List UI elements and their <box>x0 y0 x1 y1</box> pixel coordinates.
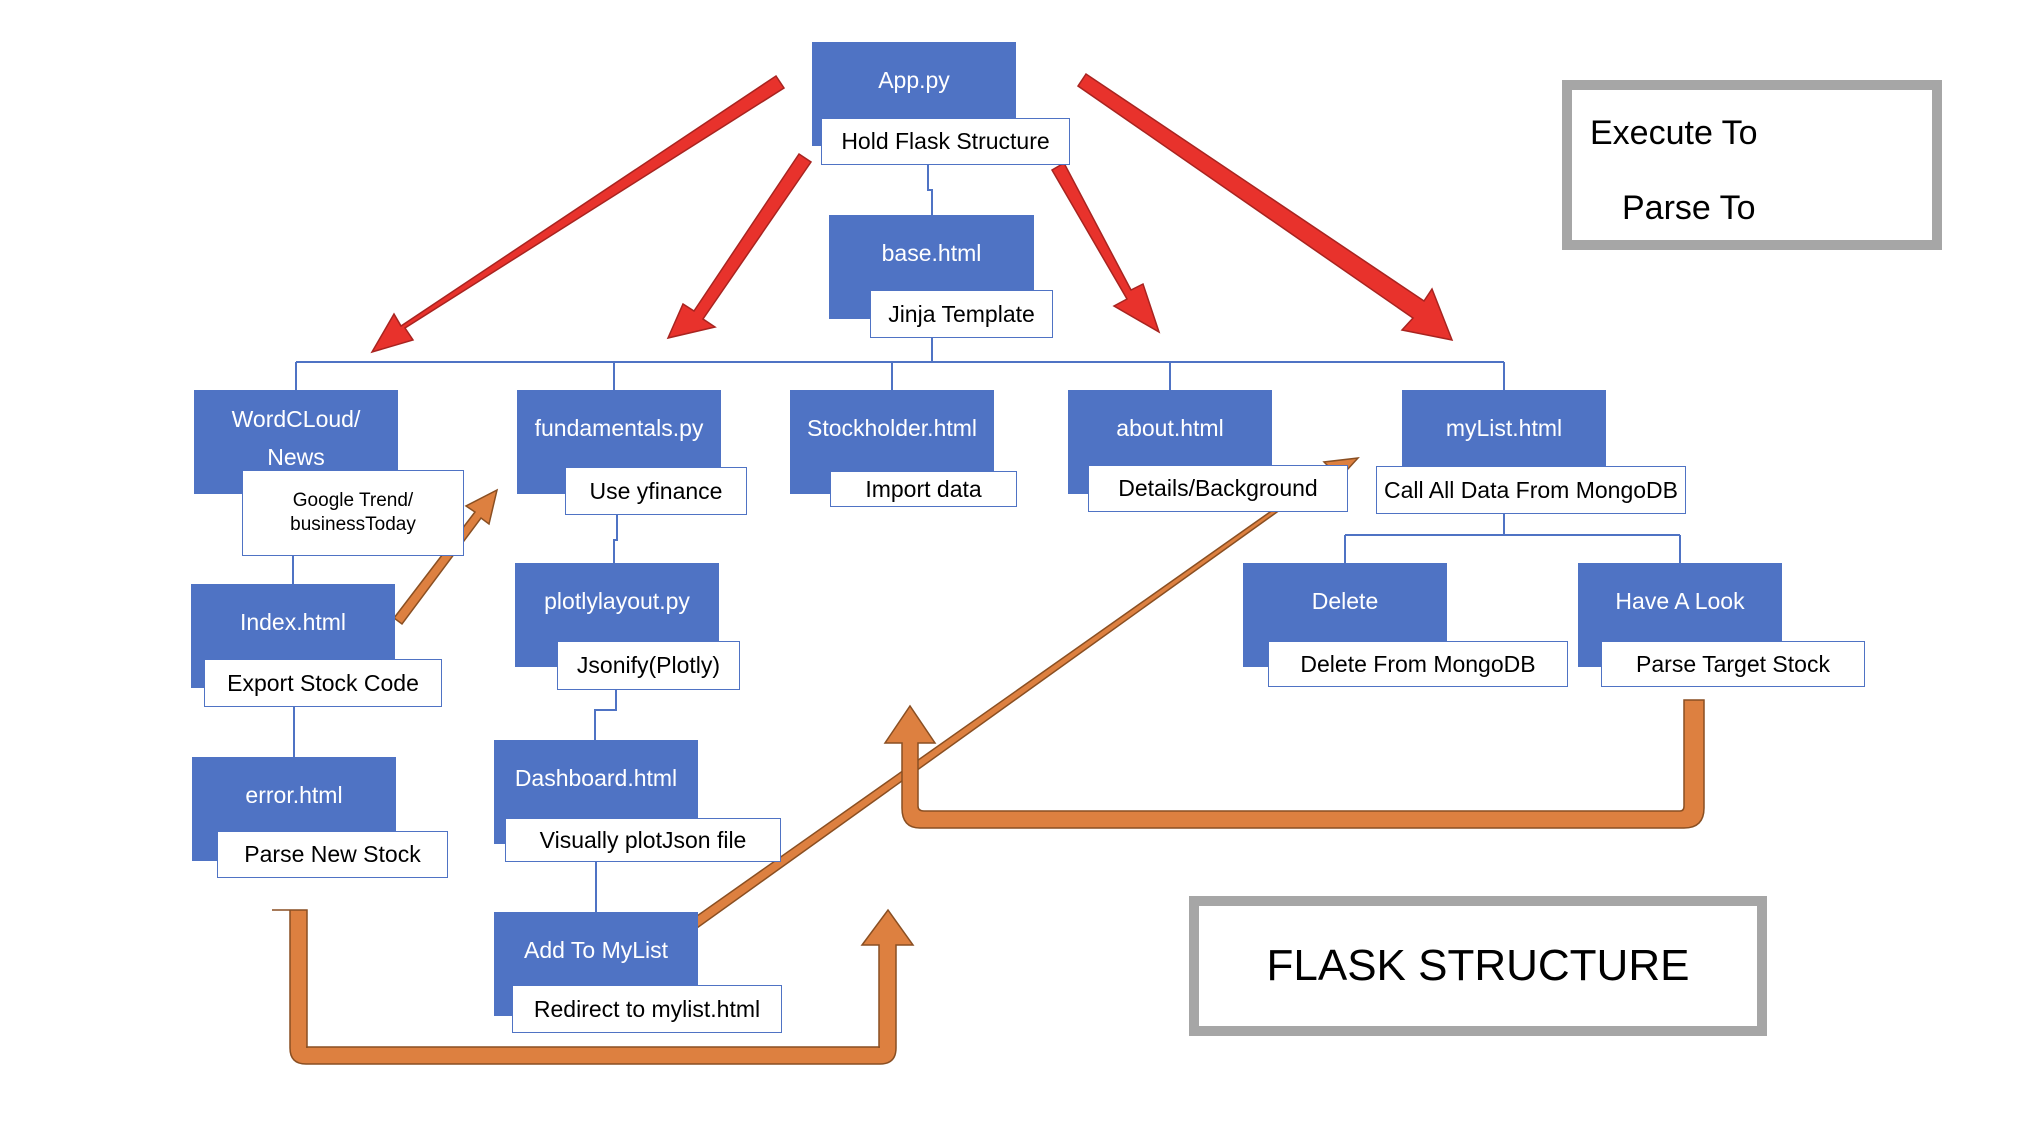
tree-connectors <box>292 165 1681 912</box>
execute-arrow-to-fundamentals <box>666 152 813 340</box>
parse-arrow-addtomylist-to-mylist <box>668 457 1360 945</box>
node-plotlylayout-label: Jsonify(Plotly) <box>557 641 740 690</box>
diagram-title-text: FLASK STRUCTURE <box>1266 941 1690 990</box>
node-mylist-title: myList.html <box>1445 415 1563 441</box>
parse-arrow-havealook-to-dashboard <box>883 699 1705 829</box>
diagram-title: FLASK STRUCTURE <box>1189 896 1767 1036</box>
legend-execute-label: Execute To <box>1590 114 1758 152</box>
node-delete-title: Delete <box>1311 588 1379 614</box>
connector-fundamentals-plotly <box>613 515 618 563</box>
node-wordcloud-label-line2: businessToday <box>290 514 416 535</box>
node-app-label: Hold Flask Structure <box>821 118 1070 165</box>
legend-box: Execute To Parse To <box>1562 80 1942 250</box>
node-delete-label: Delete From MongoDB <box>1268 641 1568 687</box>
node-index-title: Index.html <box>239 609 347 635</box>
node-error-label: Parse New Stock <box>217 831 448 878</box>
node-about-title: about.html <box>1116 415 1224 441</box>
node-addtomylist-label: Redirect to mylist.html <box>512 985 782 1033</box>
node-wordcloud-title-line2: News <box>267 444 325 470</box>
node-fundamentals-title: fundamentals.py <box>534 415 704 441</box>
node-dashboard-title: Dashboard.html <box>514 765 678 791</box>
node-addtomylist-title: Add To MyList <box>523 937 669 963</box>
execute-arrows <box>370 72 1454 354</box>
execute-arrow-to-stockholder <box>1050 161 1161 334</box>
node-base-title: base.html <box>881 240 982 266</box>
node-wordcloud-label: Google Trend/ businessToday <box>242 470 464 556</box>
node-base-label: Jinja Template <box>870 290 1053 338</box>
parse-arrow-error-to-addtomylist <box>272 908 915 1065</box>
node-wordcloud-title-line1: WordCLoud/ <box>231 406 361 432</box>
node-fundamentals-label: Use yfinance <box>565 467 747 515</box>
node-mylist-label: Call All Data From MongoDB <box>1376 466 1686 514</box>
node-stockholder-title: Stockholder.html <box>806 415 978 441</box>
node-about-label: Details/Background <box>1088 465 1348 512</box>
node-error-title: error.html <box>245 782 343 808</box>
legend-parse-label: Parse To <box>1622 189 1756 227</box>
node-index-label: Export Stock Code <box>204 659 442 707</box>
node-wordcloud-label-line1: Google Trend/ <box>292 490 414 511</box>
execute-arrow-to-wordcloud <box>370 74 786 354</box>
node-plotlylayout-title: plotlylayout.py <box>544 588 690 614</box>
node-dashboard-label: Visually plotJson file <box>505 818 781 862</box>
node-havealook-title: Have A Look <box>1615 588 1745 614</box>
parse-arrows <box>272 457 1705 1065</box>
execute-arrow-to-mylist <box>1076 72 1454 342</box>
node-havealook-label: Parse Target Stock <box>1601 641 1865 687</box>
connector-plotly-dashboard <box>594 690 617 740</box>
parse-arrow-index-to-fundamentals <box>392 488 499 626</box>
node-app-title: App.py <box>878 67 950 93</box>
connector-app-base <box>927 165 933 215</box>
node-stockholder-label: Import data <box>830 471 1017 507</box>
